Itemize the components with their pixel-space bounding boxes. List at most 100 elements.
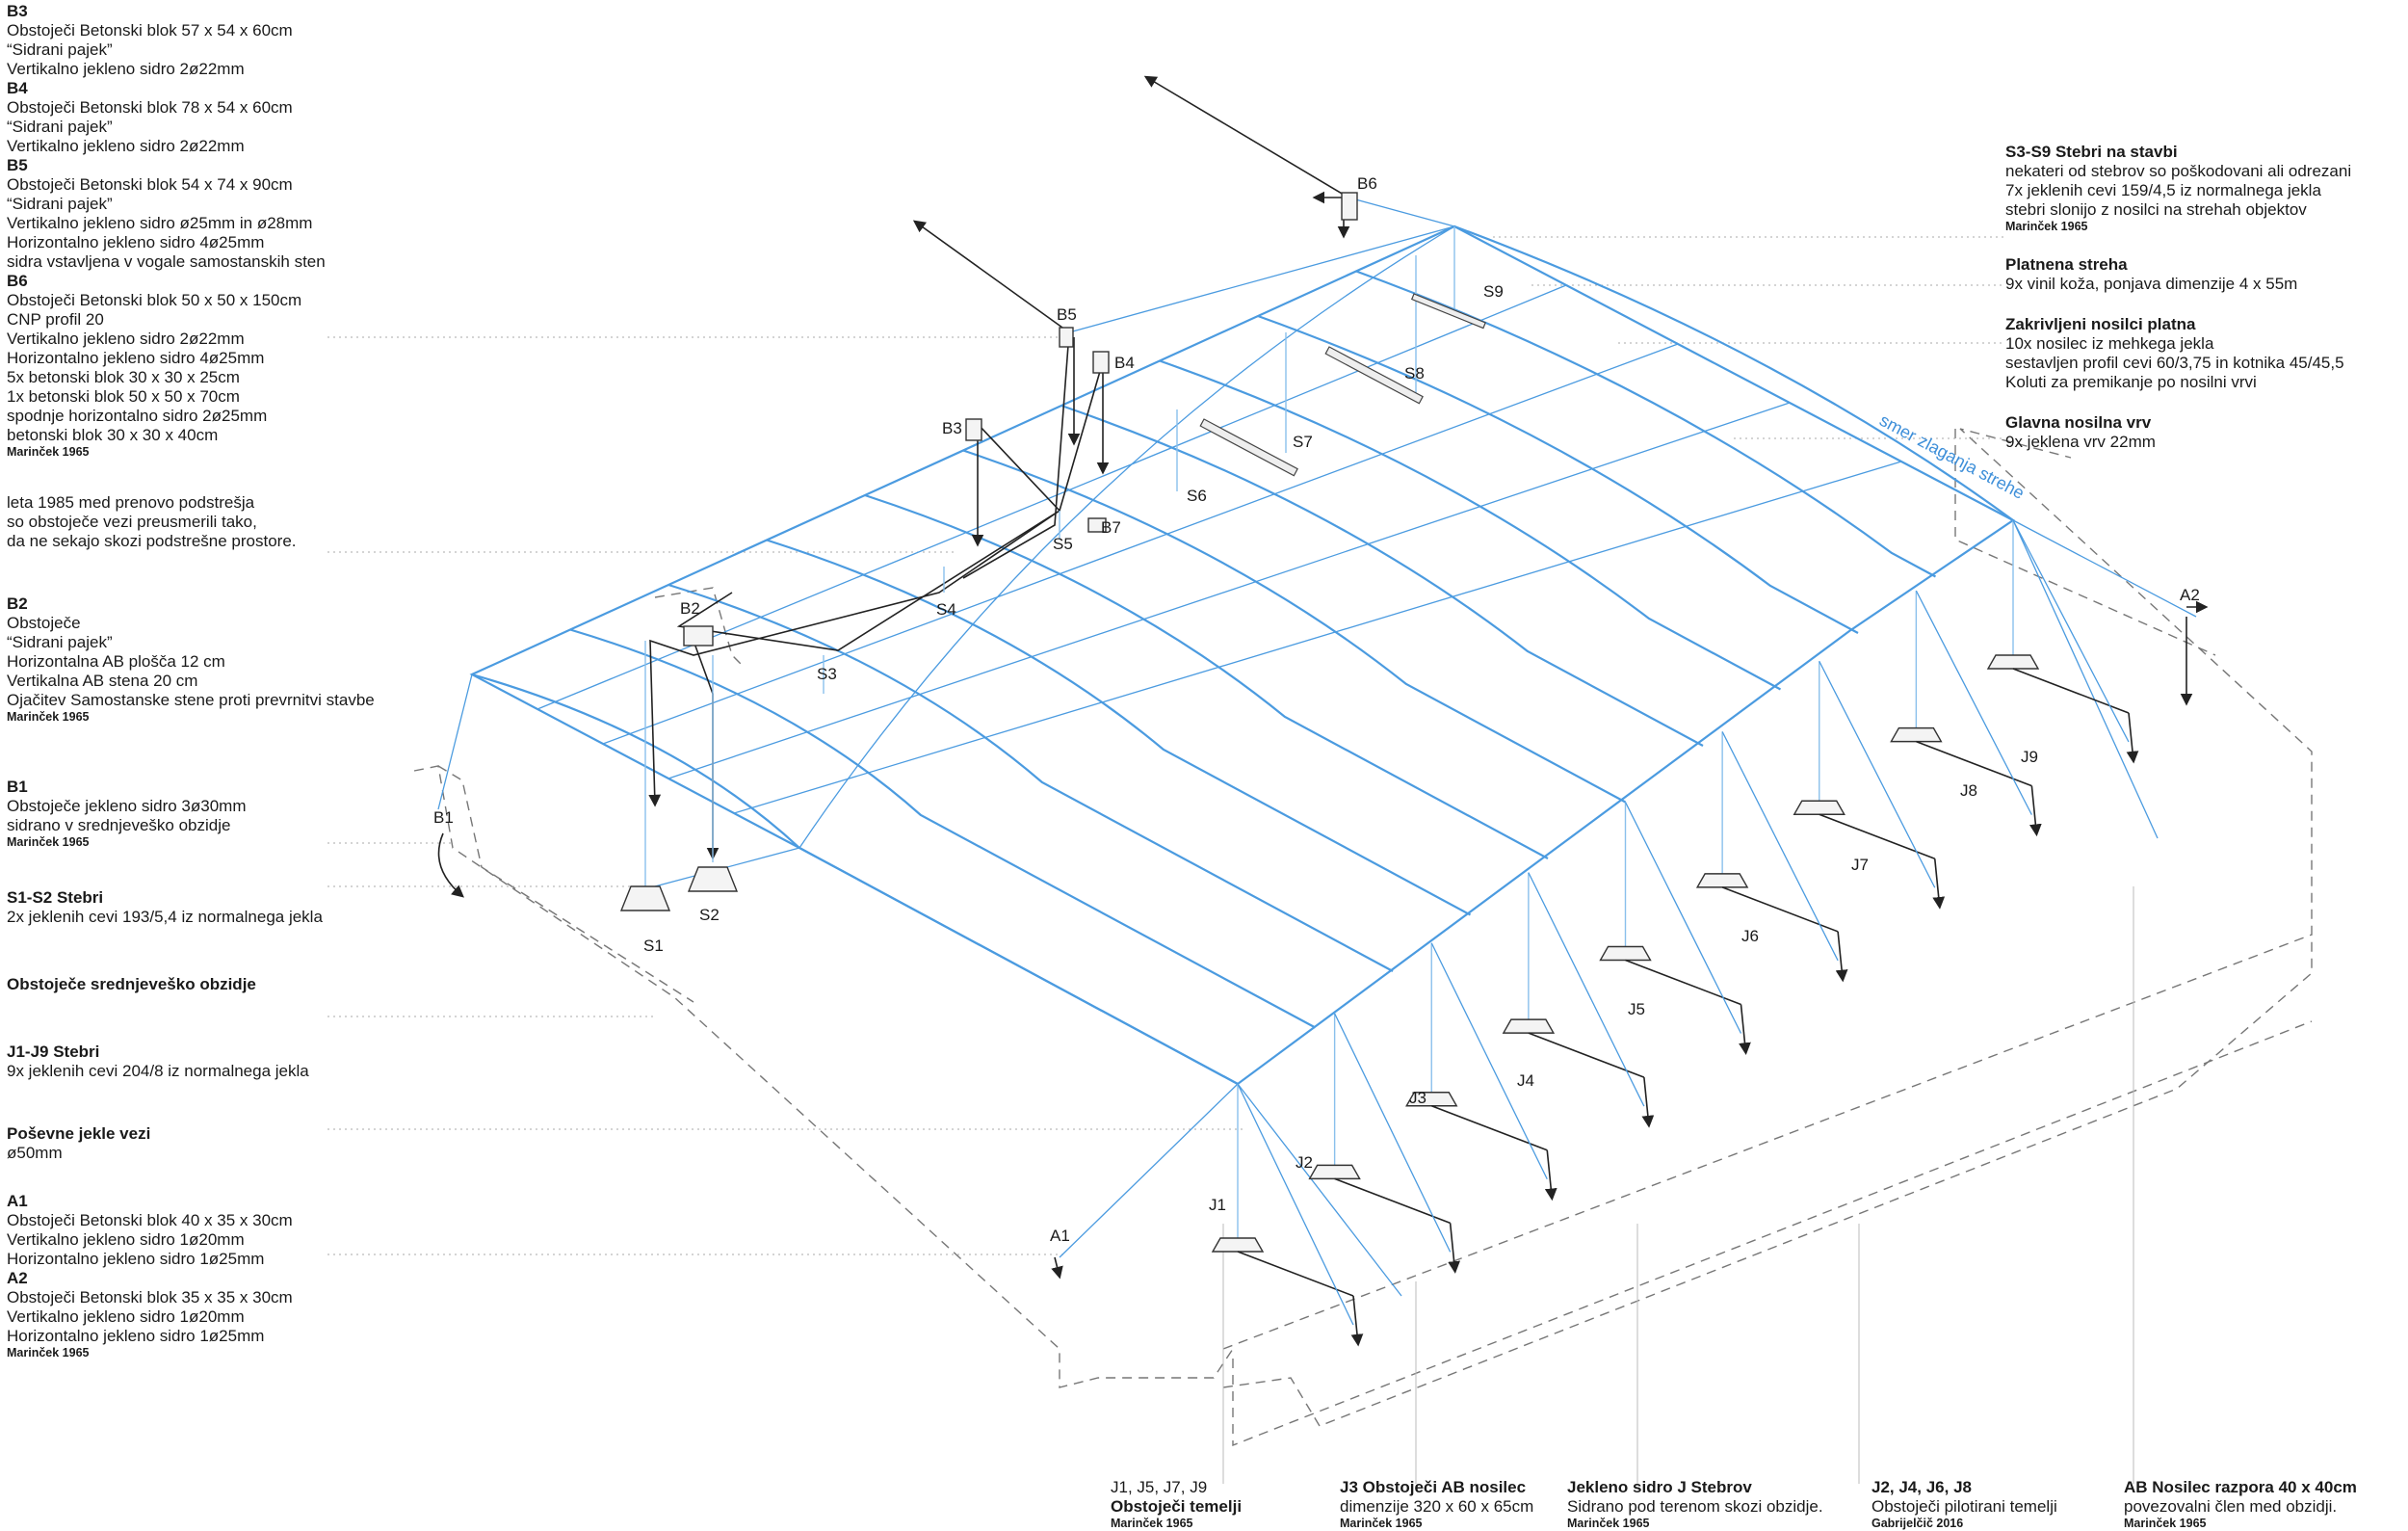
annotation-title: J1-J9 Stebri: [7, 1043, 100, 1061]
annotation-line: Horizontalno jekleno sidro 4ø25mm: [7, 233, 265, 251]
mast-j2: [1308, 1013, 1460, 1274]
annotation-line: Horizontalno jekleno sidro 1ø25mm: [7, 1250, 265, 1268]
block-b2: [683, 625, 714, 647]
annotation-author: Marinček 1965: [7, 710, 90, 724]
annotation-line: Vertikalno jekleno sidro 1ø20mm: [7, 1307, 245, 1326]
annotation-line: 1x betonski blok 50 x 50 x 70cm: [7, 387, 240, 406]
annotation-line: 9x jeklenih cevi 204/8 iz normalnega jek…: [7, 1062, 309, 1080]
annotation-line: Horizontalno jekleno sidro 1ø25mm: [7, 1327, 265, 1345]
annotation-line: Obstoječi Betonski blok 54 x 74 x 90cm: [7, 175, 293, 194]
label-j1: J1: [1209, 1196, 1226, 1214]
annotation-title: Poševne jekle vezi: [7, 1124, 151, 1143]
roof-membrane: [469, 224, 2016, 1086]
annotation-line: Koluti za premikanje po nosilni vrvi: [2005, 373, 2257, 391]
annotation-title: S3-S9 Stebri na stavbi: [2005, 143, 2178, 161]
note-author: Marinček 1965: [1111, 1517, 1193, 1530]
annotation-title: B3: [7, 2, 28, 20]
annotation-title: Zakrivljeni nosilci platna: [2005, 315, 2196, 333]
label-s4: S4: [936, 600, 956, 619]
annotation-line: Ojačitev Samostanske stene proti prevrni…: [7, 691, 375, 709]
annotation-line: 9x vinil koža, ponjava dimenzije 4 x 55m: [2005, 275, 2298, 293]
roof-rib: [1060, 404, 1704, 747]
label-b6: B6: [1357, 174, 1377, 193]
roof-rib: [962, 449, 1627, 804]
note-author: Marinček 1965: [1340, 1517, 1423, 1530]
note-title: Obstoječi temelji: [1111, 1497, 1243, 1516]
annotation-line: spodnje horizontalno sidro 2ø25mm: [7, 407, 268, 425]
annotation-line: Obstoječi Betonski blok 50 x 50 x 150cm: [7, 291, 302, 309]
annotation-line: 10x nosilec iz mehkega jekla: [2005, 334, 2214, 353]
annotation-line: Obstoječi Betonski blok 40 x 35 x 30cm: [7, 1211, 293, 1229]
steel-ties: [437, 75, 2209, 1280]
roof-rib: [471, 673, 1239, 1085]
roof-rib: [1453, 224, 2014, 521]
annotation-line: Vertikalno jekleno sidro 2ø22mm: [7, 330, 245, 348]
annotation-author: Marinček 1965: [2005, 220, 2088, 233]
label-s1: S1: [643, 937, 664, 955]
note-title: J3 Obstoječi AB nosilec: [1340, 1478, 1527, 1496]
annotation-8: Obstoječe srednjeveško obzidje: [7, 975, 546, 994]
mast-j1: [1211, 1083, 1364, 1347]
roof-long-line: [602, 343, 1679, 745]
annotation-line: 2x jeklenih cevi 193/5,4 iz normalnega j…: [7, 908, 323, 926]
block-b4: [1092, 351, 1110, 374]
annotation-line: CNP profil 20: [7, 310, 104, 329]
mast-j8: [1890, 590, 2042, 837]
annotation-line: “Sidrani pajek”: [7, 195, 113, 213]
block-b5: [1059, 327, 1074, 348]
annotation-line: “Sidrani pajek”: [7, 633, 113, 651]
roof-long-line: [733, 461, 1902, 814]
block-b3: [965, 418, 982, 441]
label-j9: J9: [2021, 748, 2038, 766]
annotation-line: Vertikalna AB stena 20 cm: [7, 672, 198, 690]
mast-j7: [1793, 660, 1946, 910]
annotation-line: so obstoječe vezi preusmerili tako,: [7, 513, 257, 531]
label-s3: S3: [817, 665, 837, 683]
annotation-line: Horizontalna AB plošča 12 cm: [7, 652, 225, 671]
mast-j3: [1405, 942, 1557, 1201]
bottom-annotation-4: J2, J4, J6, J8 Obstoječi pilotirani teme…: [1871, 1478, 2057, 1531]
rear-poles: [619, 226, 1486, 911]
annotation-title: S1-S2 Stebri: [7, 888, 104, 907]
label-j7: J7: [1851, 856, 1869, 874]
front-masts-j: [1211, 519, 2139, 1347]
block-b7: [1087, 517, 1107, 533]
annotation-line: Horizontalno jekleno sidro 4ø25mm: [7, 349, 265, 367]
annotation-line: Obstoječi Betonski blok 78 x 54 x 60cm: [7, 98, 293, 117]
label-j3: J3: [1409, 1089, 1426, 1107]
bottom-annotation-3: Jekleno sidro J Stebrov Sidrano pod tere…: [1567, 1478, 1823, 1531]
note-lines: J1, J5, J7, J9: [1111, 1478, 1208, 1496]
roof-rib: [864, 493, 1549, 859]
annotation-line: Vertikalno jekleno sidro 1ø20mm: [7, 1230, 245, 1249]
label-s6: S6: [1187, 487, 1207, 505]
annotation-line: sidra vstavljena v vogale samostanskih s…: [7, 252, 326, 271]
annotation-line: Obstoječi Betonski blok 35 x 35 x 30cm: [7, 1288, 293, 1307]
annotation-title: Glavna nosilna vrv: [2005, 413, 2152, 432]
annotation-line: da ne sekajo skozi podstrešne prostore.: [7, 532, 297, 550]
annotation-line: betonski blok 30 x 30 x 40cm: [7, 426, 219, 444]
label-b1: B1: [433, 808, 454, 827]
note-author: Marinček 1965: [1567, 1517, 1650, 1530]
annotation-title: B1: [7, 778, 28, 796]
roof-rib: [569, 628, 1317, 1029]
bottom-annotation-2: J3 Obstoječi AB nosilec dimenzije 320 x …: [1340, 1478, 1533, 1531]
annotation-author: Marinček 1965: [7, 1346, 90, 1359]
note-lines: povezovalni člen med obzidji.: [2124, 1497, 2338, 1516]
annotation-title: B6: [7, 272, 28, 290]
annotation-line: sidrano v srednjeveško obzidje: [7, 816, 231, 834]
annotation-line: Obstoječe jekleno sidro 3ø30mm: [7, 797, 247, 815]
label-a2: A2: [2180, 586, 2200, 604]
annotation-title: A2: [7, 1269, 28, 1287]
label-b3: B3: [942, 419, 962, 437]
annotation-title: A1: [7, 1192, 28, 1210]
